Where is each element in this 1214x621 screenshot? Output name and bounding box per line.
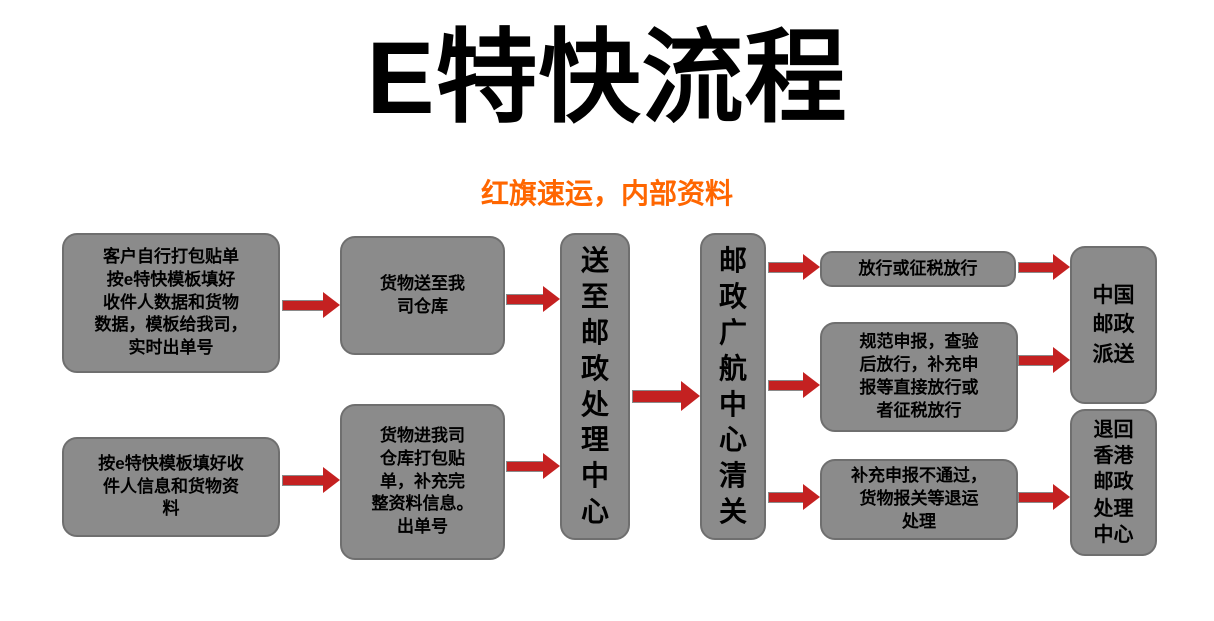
arrow-head (803, 484, 820, 510)
arrow-shaft (768, 379, 803, 391)
node-goods-to-warehouse: 货物送至我 司仓库 (340, 236, 505, 355)
arrow-shaft (632, 389, 681, 403)
arrow-head (1053, 254, 1070, 280)
node-china-post: 中国 邮政 派送 (1070, 246, 1157, 404)
arrow-shaft (506, 293, 543, 305)
arrow-warehouse-to-postal-center (506, 286, 560, 312)
arrow-into-warehouse-to-postal-center (506, 453, 560, 479)
arrow-head (803, 254, 820, 280)
arrow-customs-to-declare (768, 372, 820, 398)
arrow-shaft (282, 299, 323, 311)
arrow-customs-to-release (768, 254, 820, 280)
node-fail: 补充申报不通过， 货物报关等退运 处理 (820, 459, 1018, 540)
arrow-head (323, 292, 340, 318)
arrow-shaft (282, 474, 323, 486)
arrow-head (543, 453, 560, 479)
arrow-release-to-china-post (1018, 254, 1070, 280)
arrow-shaft (1018, 261, 1053, 273)
arrow-declare-to-china-post (1018, 347, 1070, 373)
node-declare: 规范申报，查验 后放行，补充申 报等直接放行或 者征税放行 (820, 322, 1018, 432)
arrow-head (323, 467, 340, 493)
node-template-fill-label: 按e特快模板填好收 件人信息和货物资 料 (98, 453, 244, 519)
arrow-head (1053, 484, 1070, 510)
node-goods-into-warehouse-label: 货物进我司 仓库打包贴 单，补充完 整资料信息。 出单号 (371, 425, 474, 537)
arrow-shaft (768, 491, 803, 503)
arrow-customer-to-warehouse (282, 292, 340, 318)
node-goods-into-warehouse: 货物进我司 仓库打包贴 单，补充完 整资料信息。 出单号 (340, 404, 505, 560)
node-customs: 邮 政 广 航 中 心 清 关 (700, 233, 766, 540)
node-declare-label: 规范申报，查验 后放行，补充申 报等直接放行或 者征税放行 (859, 332, 979, 420)
arrow-customs-to-fail (768, 484, 820, 510)
arrow-fail-to-return-hk (1018, 484, 1070, 510)
arrow-head (1053, 347, 1070, 373)
node-china-post-label: 中国 邮政 派送 (1092, 283, 1135, 366)
arrow-shaft (506, 460, 543, 472)
node-template-fill: 按e特快模板填好收 件人信息和货物资 料 (62, 437, 280, 537)
node-release-label: 放行或征税放行 (858, 258, 978, 278)
arrow-head (681, 381, 700, 411)
arrow-shaft (1018, 354, 1053, 366)
node-customer-self-pack-label: 客户自行打包贴单 按e特快模板填好 收件人数据和货物 数据，模板给我司， 实时出… (94, 246, 248, 358)
node-customer-self-pack: 客户自行打包贴单 按e特快模板填好 收件人数据和货物 数据，模板给我司， 实时出… (62, 233, 280, 373)
node-postal-center-label: 送 至 邮 政 处 理 中 心 (580, 245, 609, 527)
node-return-hk: 退回 香港 邮政 处理 中心 (1070, 409, 1157, 556)
node-return-hk-label: 退回 香港 邮政 处理 中心 (1093, 418, 1134, 547)
arrow-head (543, 286, 560, 312)
page-subtitle: 红旗速运，内部资料 (480, 178, 733, 209)
node-postal-center: 送 至 邮 政 处 理 中 心 (560, 233, 630, 540)
node-fail-label: 补充申报不通过， 货物报关等退运 处理 (851, 466, 987, 531)
arrow-template-to-into-warehouse (282, 467, 340, 493)
arrow-shaft (768, 261, 803, 273)
arrow-head (803, 372, 820, 398)
node-release: 放行或征税放行 (820, 251, 1016, 287)
arrow-shaft (1018, 491, 1053, 503)
node-customs-label: 邮 政 广 航 中 心 清 关 (718, 245, 747, 527)
node-goods-to-warehouse-label: 货物送至我 司仓库 (380, 273, 465, 316)
page-title: E特快流程 (366, 21, 848, 135)
arrow-postal-center-to-customs (632, 381, 700, 411)
